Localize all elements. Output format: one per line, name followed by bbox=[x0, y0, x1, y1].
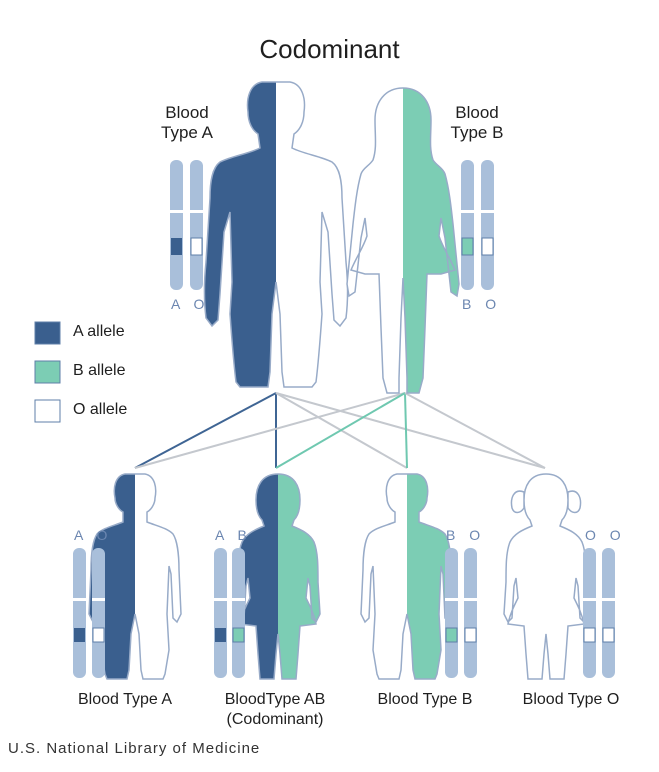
child-4-chromosomes bbox=[583, 548, 615, 678]
mother-chromosomes bbox=[461, 160, 494, 290]
o-allele-marker bbox=[602, 627, 615, 643]
child-4-alleles: O O bbox=[585, 527, 626, 543]
chromosome bbox=[464, 548, 477, 678]
child-1-chromosomes bbox=[73, 548, 105, 678]
line-father-o-to-child4 bbox=[275, 392, 546, 469]
child-3-figure bbox=[360, 473, 454, 680]
o-allele-marker bbox=[583, 627, 596, 643]
legend-o-label: O allele bbox=[73, 401, 128, 418]
child-1-label: Blood Type A bbox=[78, 691, 172, 708]
child-2-alleles: A B bbox=[215, 527, 252, 543]
inheritance-lines bbox=[134, 392, 546, 469]
child-3-label: Blood Type B bbox=[377, 691, 473, 708]
o-allele-marker bbox=[481, 237, 494, 256]
legend-swatch-a bbox=[34, 321, 61, 345]
child-2-figure bbox=[235, 473, 321, 680]
chromosome bbox=[214, 548, 227, 678]
line-mother-o-to-child4 bbox=[404, 392, 546, 469]
a-allele-marker bbox=[215, 628, 226, 642]
o-allele-marker bbox=[92, 627, 105, 643]
child-2-label: BloodType AB bbox=[224, 691, 326, 708]
legend-swatch-b bbox=[34, 360, 61, 384]
child-2-sublabel: (Codominant) bbox=[226, 711, 324, 728]
parent-a-alleles: A O bbox=[171, 296, 210, 312]
legend-a-label: A allele bbox=[73, 323, 125, 340]
line-father-a-to-child1 bbox=[134, 392, 277, 469]
child-3-chromosomes bbox=[445, 548, 477, 678]
child-3-alleles: B O bbox=[446, 527, 486, 543]
credit-text: U.S. National Library of Medicine bbox=[8, 740, 261, 757]
child-4-figure bbox=[503, 473, 589, 680]
child-4-label: Blood Type O bbox=[522, 691, 620, 708]
line-mother-o-to-child1 bbox=[134, 392, 406, 469]
a-allele-marker bbox=[74, 628, 85, 642]
a-allele-marker bbox=[171, 238, 182, 255]
o-allele-marker bbox=[190, 237, 203, 256]
parent-a-label: Blood Type A bbox=[161, 103, 213, 142]
b-allele-marker bbox=[445, 627, 458, 643]
chromosome bbox=[190, 160, 203, 290]
chromosome bbox=[92, 548, 105, 678]
chromosome bbox=[73, 548, 86, 678]
o-allele-marker bbox=[464, 627, 477, 643]
chromosome bbox=[481, 160, 494, 290]
b-allele-marker bbox=[461, 237, 474, 256]
legend-b-label: B allele bbox=[73, 362, 126, 379]
chromosome bbox=[445, 548, 458, 678]
parent-b-label: Blood Type B bbox=[450, 103, 504, 142]
chromosome bbox=[232, 548, 245, 678]
chromosome bbox=[461, 160, 474, 290]
chromosome bbox=[170, 160, 183, 290]
line-mother-b-to-child2 bbox=[275, 392, 406, 469]
child-2-chromosomes bbox=[214, 548, 245, 678]
b-allele-marker bbox=[232, 627, 245, 643]
father-chromosomes bbox=[170, 160, 203, 290]
chromosome bbox=[583, 548, 596, 678]
chromosome bbox=[602, 548, 615, 678]
legend-swatch-o bbox=[34, 399, 61, 423]
child-1-alleles: A O bbox=[74, 527, 113, 543]
legend bbox=[34, 321, 61, 423]
line-mother-b-to-child3 bbox=[404, 392, 408, 469]
parent-b-alleles: B O bbox=[462, 296, 502, 312]
diagram-title: Codominant bbox=[259, 34, 400, 64]
